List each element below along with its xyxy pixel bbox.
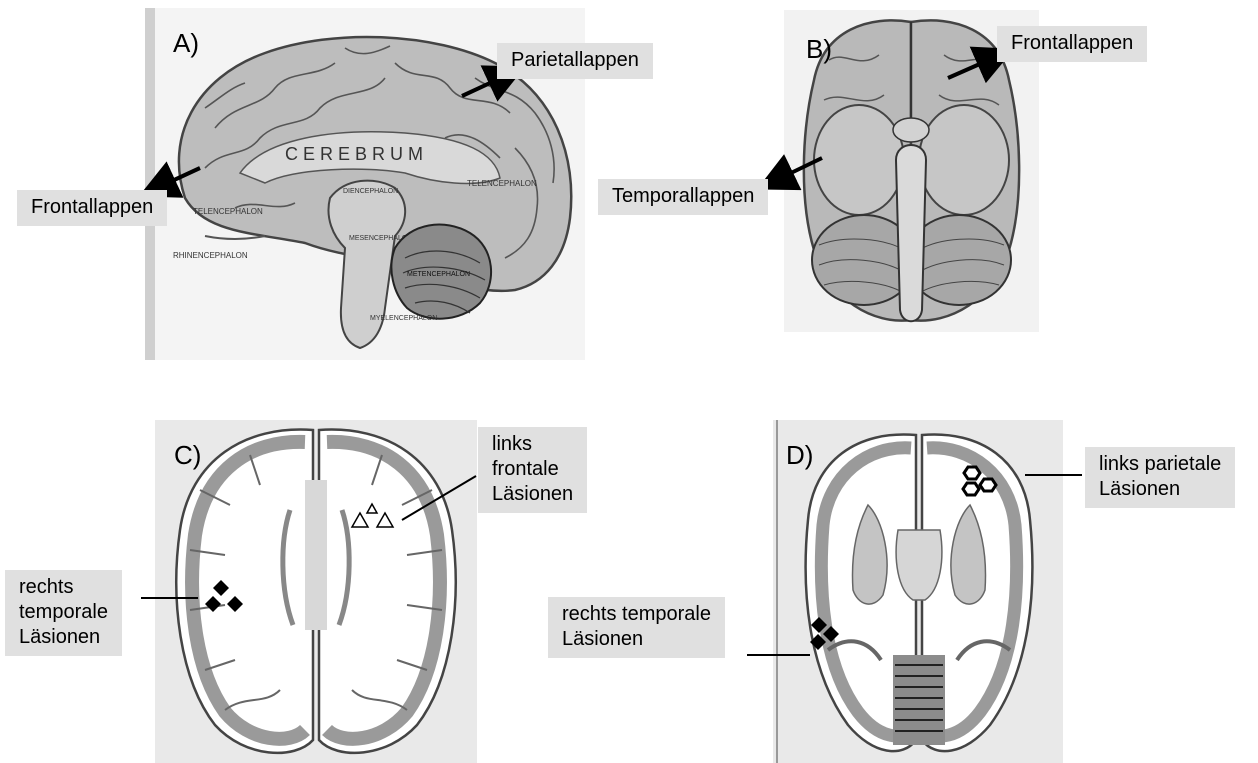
label-d-rechts-temporale-laesionen: rechts temporale Läsionen <box>548 597 725 658</box>
panel-c-image <box>155 420 477 763</box>
panel-a-letter: A) <box>173 28 199 59</box>
panel-d-image <box>773 420 1063 763</box>
label-b-frontallappen: Frontallappen <box>997 26 1147 62</box>
label-d-links-parietale-laesionen: links parietale Läsionen <box>1085 447 1235 508</box>
engraved-rhinencephalon: RHINENCEPHALON <box>173 251 248 260</box>
engraved-metencephalon: METENCEPHALON <box>407 271 470 278</box>
label-c-links-frontale-laesionen: links frontale Läsionen <box>478 427 587 513</box>
engraved-diencephalon: DIENCEPHALON <box>343 188 398 195</box>
label-a-parietallappen: Parietallappen <box>497 43 653 79</box>
engraved-telencephalon-left: TELENCEPHALON <box>193 207 263 216</box>
panel-b-letter: B) <box>806 34 832 65</box>
panel-d-letter: D) <box>786 440 813 471</box>
engraved-cerebrum: C E R E B R U M <box>285 144 423 164</box>
engraved-telencephalon-right: TELENCEPHALON <box>467 179 537 188</box>
label-b-temporallappen: Temporallappen <box>598 179 768 215</box>
label-a-frontallappen: Frontallappen <box>17 190 167 226</box>
label-c-rechts-temporale-laesionen: rechts temporale Läsionen <box>5 570 122 656</box>
engraved-myelencephalon: MYELENCEPHALON <box>370 315 437 322</box>
panel-c-letter: C) <box>174 440 201 471</box>
